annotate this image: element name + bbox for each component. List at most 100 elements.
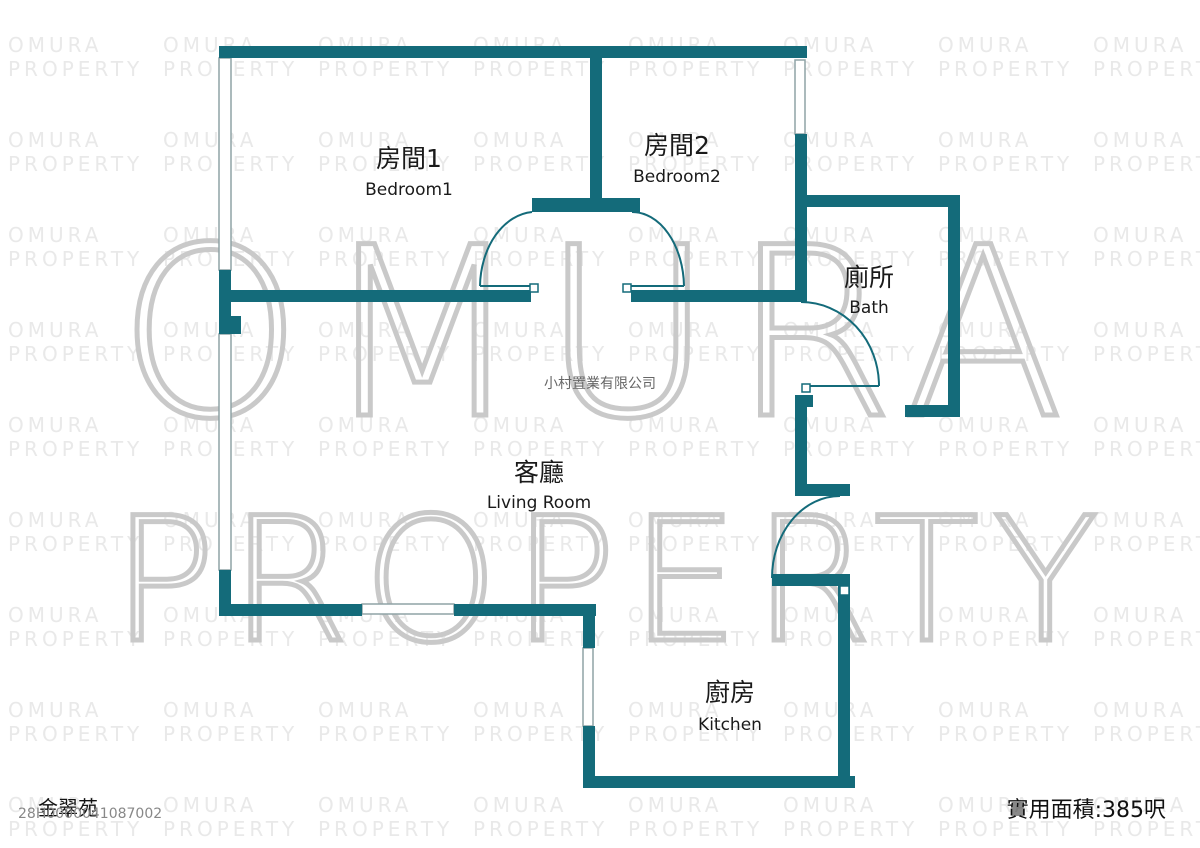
listing-code: 28H0000041087002	[18, 806, 163, 822]
watermark-tile-line2: PROPERTY	[1093, 532, 1200, 556]
watermark-tile-line2: PROPERTY	[938, 817, 1073, 841]
wall-kitchen-right	[838, 586, 850, 788]
watermark-tile-line2: PROPERTY	[318, 627, 453, 651]
watermark-tile-line1: OMURA	[1093, 223, 1187, 247]
watermark-tile-line1: OMURA	[938, 698, 1032, 722]
watermark-tile-line2: PROPERTY	[783, 817, 918, 841]
watermark-tile-line2: PROPERTY	[8, 627, 143, 651]
watermark-tile-line1: OMURA	[783, 508, 877, 532]
watermark-tile-line2: PROPERTY	[628, 437, 763, 461]
watermark-tile-line1: OMURA	[938, 128, 1032, 152]
watermark-tile-line2: PROPERTY	[8, 57, 143, 81]
wall-top	[219, 46, 807, 58]
watermark-tile-line1: OMURA	[8, 698, 102, 722]
watermark-tile-line1: OMURA	[318, 508, 412, 532]
window-bedroom2	[794, 59, 806, 135]
watermark-tile-line1: OMURA	[938, 508, 1032, 532]
watermark-tile-line1: OMURA	[318, 223, 412, 247]
doors	[479, 211, 880, 596]
watermark-tile-line2: PROPERTY	[473, 342, 608, 366]
watermark-tile-line2: PROPERTY	[1093, 247, 1200, 271]
watermark-tile-line2: PROPERTY	[628, 817, 763, 841]
wall-corridor	[795, 395, 807, 491]
watermark-tile-line2: PROPERTY	[8, 247, 143, 271]
watermark-tile-line2: PROPERTY	[938, 627, 1073, 651]
watermark-tile-line2: PROPERTY	[1093, 342, 1200, 366]
watermark-tile-line2: PROPERTY	[318, 722, 453, 746]
watermark-tile-line2: PROPERTY	[628, 532, 763, 556]
watermark-tile-line2: PROPERTY	[8, 152, 143, 176]
watermark-tile-line2: PROPERTY	[473, 532, 608, 556]
watermark-tile-line1: OMURA	[163, 413, 257, 437]
watermark-tile-line1: OMURA	[1093, 698, 1187, 722]
watermark-tile-line1: OMURA	[473, 223, 567, 247]
watermark-brand-line2: PROPERTY	[112, 480, 1112, 681]
watermark-tile-line1: OMURA	[1093, 508, 1187, 532]
wall-kitchen-top	[772, 574, 850, 586]
wall-bedroom2-bottom	[631, 290, 806, 302]
watermark-tile-line1: OMURA	[1093, 793, 1187, 817]
watermark-tile-line1: OMURA	[8, 793, 102, 817]
label-bath-cn: 廁所	[844, 263, 894, 292]
watermark-tile-line2: PROPERTY	[628, 57, 763, 81]
watermark-tile-line1: OMURA	[1093, 318, 1187, 342]
watermark-tile-line1: OMURA	[1093, 33, 1187, 57]
watermark-tile-line1: OMURA	[783, 603, 877, 627]
watermark-tile-line2: PROPERTY	[628, 627, 763, 651]
label-bedroom2-cn: 房間2	[644, 131, 710, 160]
wall-living-bottom-left	[219, 604, 362, 616]
watermark-tile-line1: OMURA	[8, 318, 102, 342]
watermark-tile-line1: OMURA	[628, 413, 722, 437]
watermark-tile-line2: PROPERTY	[8, 817, 143, 841]
watermark-tile-line2: PROPERTY	[938, 722, 1073, 746]
watermark-tile-line1: OMURA	[1093, 603, 1187, 627]
wall-living-bottom-right	[454, 604, 596, 616]
watermark-large: OMURA PROPERTY	[109, 196, 1112, 684]
watermark-tile-line1: OMURA	[163, 223, 257, 247]
watermark-tile-line1: OMURA	[8, 603, 102, 627]
watermark-tile-line2: PROPERTY	[628, 722, 763, 746]
watermark-tile-line2: PROPERTY	[318, 342, 453, 366]
watermark-brand-line1: OMURA	[118, 198, 1082, 471]
windows	[218, 57, 806, 727]
room-labels: 房間1 Bedroom1 房間2 Bedroom2 廁所 Bath 客廳 Liv…	[365, 131, 894, 735]
usable-area: 實用面積:385呎	[1006, 798, 1166, 823]
watermark-tile-line2: PROPERTY	[473, 247, 608, 271]
wall-bedroom1-bottom	[231, 290, 531, 302]
watermark-tile-line2: PROPERTY	[628, 247, 763, 271]
watermark-tile-line1: OMURA	[628, 128, 722, 152]
door-bath	[800, 301, 880, 387]
watermark-tile-line1: OMURA	[473, 508, 567, 532]
watermark-tile-line1: OMURA	[938, 793, 1032, 817]
watermark-tile-line2: PROPERTY	[1093, 437, 1200, 461]
walls	[219, 46, 960, 788]
window-living-bottom	[361, 603, 455, 615]
watermark-tile-line1: OMURA	[473, 128, 567, 152]
watermark-tile-line2: PROPERTY	[318, 247, 453, 271]
watermark-tile-line1: OMURA	[318, 318, 412, 342]
wall-bath-bottom	[905, 405, 960, 417]
wall-bedroom-divider	[590, 46, 602, 204]
watermark-tile-line2: PROPERTY	[1093, 817, 1200, 841]
watermark-tile-line1: OMURA	[163, 698, 257, 722]
watermark-tile-line2: PROPERTY	[1093, 152, 1200, 176]
watermark-tile-line2: PROPERTY	[938, 152, 1073, 176]
watermark-tile-line2: PROPERTY	[1093, 627, 1200, 651]
watermark-tile-line1: OMURA	[163, 793, 257, 817]
watermark-tile-grid: OMURAPROPERTYOMURAPROPERTYOMURAPROPERTYO…	[8, 33, 1200, 841]
watermark-tile-line2: PROPERTY	[318, 532, 453, 556]
label-kitchen-en: Kitchen	[698, 715, 762, 735]
watermark-tile-line1: OMURA	[938, 603, 1032, 627]
watermark-tile-line2: PROPERTY	[628, 152, 763, 176]
wall-bedroom2-right	[795, 134, 807, 302]
watermark-tile-line2: PROPERTY	[8, 532, 143, 556]
watermark-tile-line2: PROPERTY	[318, 57, 453, 81]
watermark-tile-line1: OMURA	[318, 128, 412, 152]
watermark-tile-line2: PROPERTY	[163, 627, 298, 651]
label-living-cn: 客廳	[514, 458, 564, 487]
watermark-tile-line1: OMURA	[938, 33, 1032, 57]
label-bedroom1-cn: 房間1	[376, 144, 442, 173]
watermark-tile-line1: OMURA	[1093, 413, 1187, 437]
company-name: 小村置業有限公司	[544, 376, 656, 392]
window-left-lower	[218, 333, 232, 571]
